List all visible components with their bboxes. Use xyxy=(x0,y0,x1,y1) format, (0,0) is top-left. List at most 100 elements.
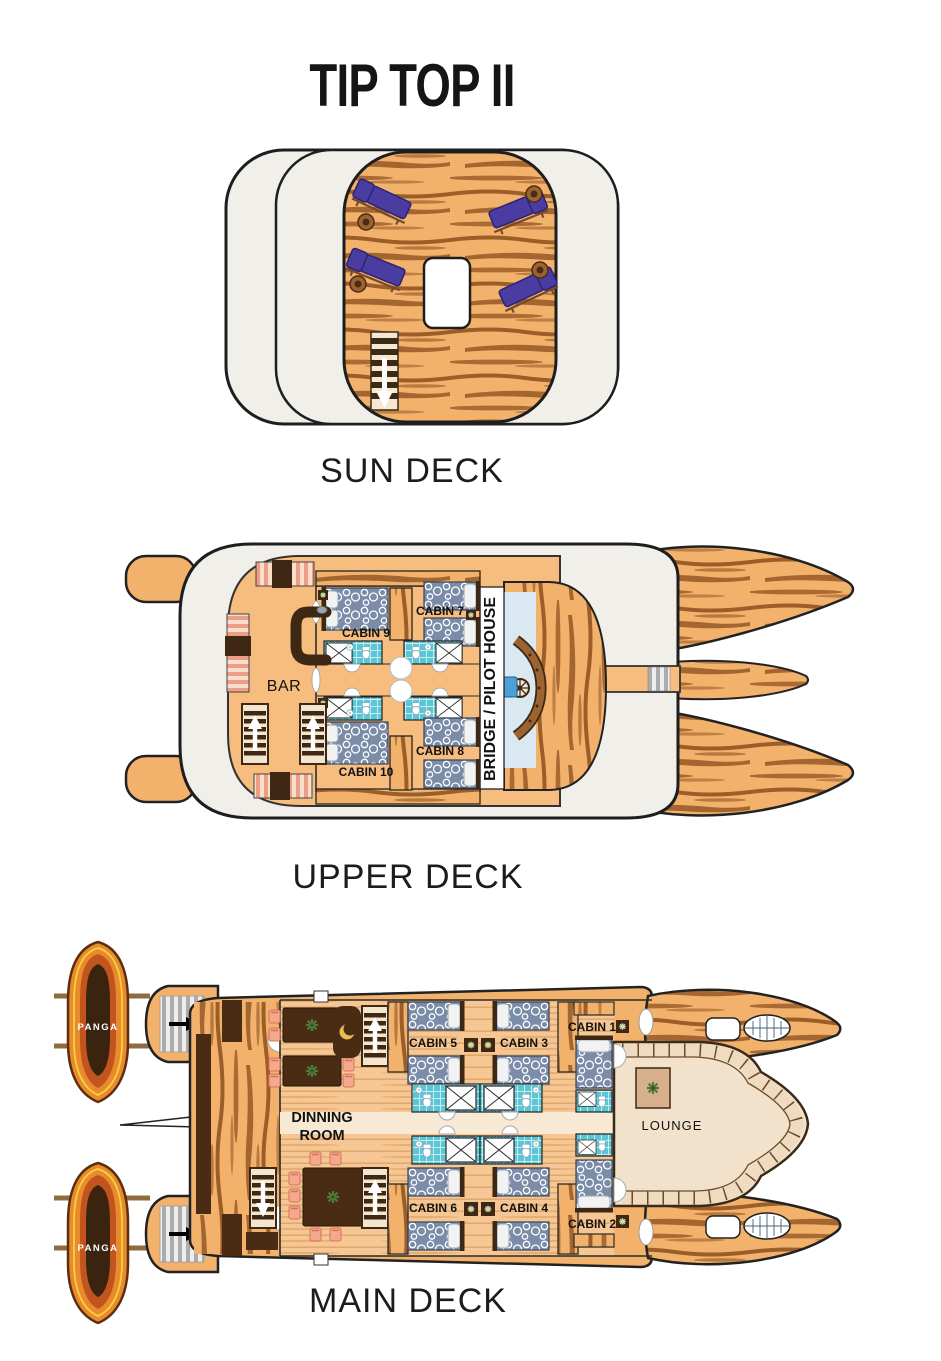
toilet xyxy=(411,646,421,660)
staircase-up xyxy=(361,1167,389,1229)
dining-chair xyxy=(268,1009,281,1024)
dining-chair xyxy=(342,1057,355,1072)
toilet xyxy=(598,1139,606,1152)
door-swing xyxy=(431,663,449,673)
luggage-rack xyxy=(577,1091,597,1107)
dining-chair xyxy=(268,1027,281,1042)
page-title: TIP TOP II xyxy=(309,53,514,119)
cabin-label: CABIN 1 xyxy=(568,1020,616,1034)
toilet xyxy=(361,646,371,660)
deck-hatch xyxy=(313,990,329,1003)
twin-bed xyxy=(407,1220,466,1252)
wardrobe xyxy=(389,735,413,791)
cabin-label: CABIN 4 xyxy=(500,1201,548,1215)
cabin-roof-strip xyxy=(315,788,481,805)
toilet xyxy=(598,1095,606,1108)
wardrobe xyxy=(557,1183,579,1255)
sink xyxy=(415,1086,423,1094)
lounge-sofa xyxy=(622,1043,804,1205)
cabin-label: CABIN 9 xyxy=(342,626,390,640)
cabin-label: CABIN 6 xyxy=(409,1201,457,1215)
staircase-up xyxy=(241,703,269,765)
luggage-rack xyxy=(435,697,463,719)
trampoline-net xyxy=(743,1212,791,1240)
lounge-area: LOUNGE xyxy=(612,1040,810,1208)
wardrobe xyxy=(387,1001,409,1073)
door-swing xyxy=(613,1043,627,1069)
trampoline-net xyxy=(743,1014,791,1042)
door-swing xyxy=(343,663,361,673)
bar-sink xyxy=(316,606,328,614)
toilet xyxy=(422,1093,432,1108)
upper-deck-plan: BRIDGE / PILOT HOUSE CABIN 9 CABIN 7 CAB… xyxy=(124,542,855,896)
dining-chair xyxy=(268,1073,281,1088)
wardrobe xyxy=(389,587,413,641)
deck-locker xyxy=(222,1000,242,1042)
twin-bed xyxy=(423,716,482,748)
door-swing xyxy=(613,1177,627,1203)
side-table xyxy=(357,213,375,231)
deck-locker xyxy=(222,1214,242,1256)
dining-chair xyxy=(342,1073,355,1088)
bed xyxy=(574,1159,614,1214)
double-bed xyxy=(320,720,389,766)
dining-chair xyxy=(329,1151,342,1166)
door-swing xyxy=(501,1125,519,1135)
bar-label: BAR xyxy=(267,678,301,695)
helm-console xyxy=(512,635,547,741)
wardrobe xyxy=(387,1183,409,1255)
upper-deck-cabin-block: CABIN 9 CABIN 7 CABIN 10 CABIN 8 xyxy=(311,570,482,805)
panga-dinghy: PANGA xyxy=(66,940,130,1104)
sink xyxy=(346,643,354,651)
double-bed xyxy=(320,586,389,632)
side-table xyxy=(349,275,367,293)
cabin: CABIN 5 xyxy=(407,1000,481,1113)
twin-bed xyxy=(423,758,482,790)
main-deck-label: MAIN DECK xyxy=(309,1282,507,1320)
cabin-label: CABIN 2 xyxy=(568,1217,616,1231)
plant-icon xyxy=(325,1189,341,1205)
bed xyxy=(574,1034,614,1089)
toilet xyxy=(411,702,421,716)
dining-room: DINNING ROOM xyxy=(268,1007,377,1242)
side-table xyxy=(531,261,549,279)
luggage-rack xyxy=(577,1139,597,1155)
sun-deck-plan: SUN DECK xyxy=(224,148,620,490)
dining-room-label: ROOM xyxy=(299,1128,344,1144)
staircase-up xyxy=(361,1005,389,1067)
luggage-rack xyxy=(435,642,463,664)
deck-hatch xyxy=(705,1017,741,1041)
plant-icon xyxy=(304,1063,320,1079)
dining-chair xyxy=(288,1205,301,1220)
bridge-label: BRIDGE / PILOT HOUSE xyxy=(482,597,499,781)
toilet xyxy=(521,1143,531,1158)
sink xyxy=(346,709,354,717)
deck-hatch xyxy=(313,1253,329,1266)
door-swing xyxy=(638,1218,654,1246)
cabin-label: CABIN 10 xyxy=(339,765,394,779)
lounge-label: LOUNGE xyxy=(642,1118,703,1133)
dining-chair xyxy=(268,1057,281,1072)
wardrobe xyxy=(573,1233,615,1248)
door-swing xyxy=(501,1111,519,1121)
skylight xyxy=(422,256,472,330)
cabin: CABIN 2 xyxy=(568,1133,629,1248)
twin-bed xyxy=(491,1220,550,1252)
luggage-rack xyxy=(483,1085,515,1111)
sun-deck-label: SUN DECK xyxy=(320,452,504,490)
dining-chair xyxy=(288,1188,301,1203)
corridor-table xyxy=(389,656,413,680)
deck-bench xyxy=(225,613,251,693)
cabin-label: CABIN 5 xyxy=(409,1036,457,1050)
sun-deck-staircase xyxy=(370,331,399,411)
staircase-down xyxy=(246,1167,278,1250)
toilet xyxy=(361,702,371,716)
plant-icon xyxy=(304,1017,320,1033)
dining-room-label: DINNING xyxy=(291,1110,352,1126)
dining-chair xyxy=(329,1227,342,1242)
cabin: CABIN 3 xyxy=(479,1000,550,1113)
cabin-label: CABIN 7 xyxy=(416,604,464,618)
nightstands xyxy=(464,1038,495,1216)
cabin: CABIN 4 xyxy=(479,1135,550,1252)
